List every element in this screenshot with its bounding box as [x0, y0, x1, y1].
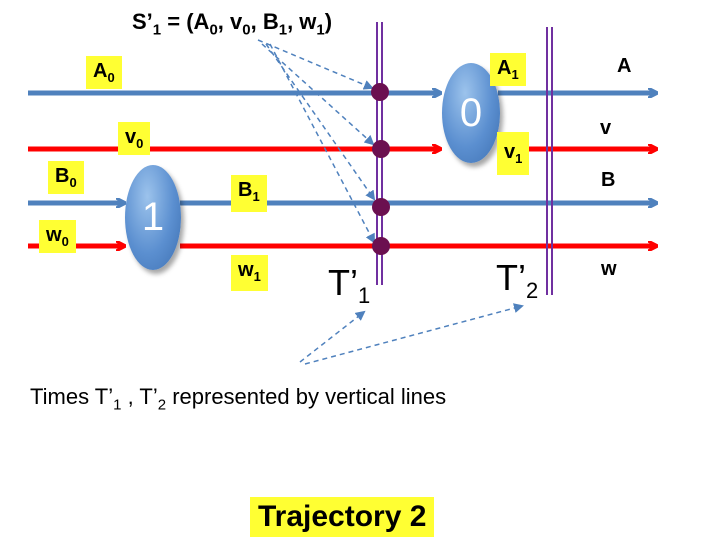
- intersection-dot-a: [371, 83, 389, 101]
- diagram-title: Trajectory 2: [250, 497, 435, 537]
- intersection-dot-w: [372, 237, 390, 255]
- label-b1: B1: [231, 175, 267, 212]
- label-a1: A1: [490, 53, 526, 86]
- channel-name-a: A: [617, 55, 632, 77]
- time-label-t1: T’1: [328, 262, 371, 309]
- time-label-t2: T’2: [496, 257, 539, 304]
- intersection-dot-b: [372, 198, 390, 216]
- label-v1: v1: [497, 132, 530, 175]
- caption-text: Times T’1 , T’2 represented by vertical …: [30, 384, 447, 414]
- label-a0: A0: [86, 56, 122, 89]
- label-w1: w1: [231, 255, 268, 291]
- node-1: 1: [125, 165, 181, 270]
- dashed-arrow-to-b: [265, 43, 376, 201]
- dashed-arrow-to-t1: [299, 310, 366, 363]
- dashed-arrow-to-w: [269, 43, 375, 244]
- label-w0: w0: [39, 220, 76, 253]
- channel-name-b: B: [601, 169, 616, 191]
- dashed-arrow-to-a: [257, 39, 374, 90]
- dashed-arrow-to-v: [261, 43, 375, 146]
- channel-name-v: v: [600, 117, 612, 139]
- label-b0: B0: [48, 161, 84, 194]
- label-v0: v0: [118, 122, 151, 155]
- state-formula: S’1 = (A0, v0, B1, w1): [132, 9, 333, 39]
- channel-name-w: w: [601, 258, 617, 280]
- intersection-dot-v: [372, 140, 390, 158]
- dashed-arrow-to-t2: [304, 303, 524, 365]
